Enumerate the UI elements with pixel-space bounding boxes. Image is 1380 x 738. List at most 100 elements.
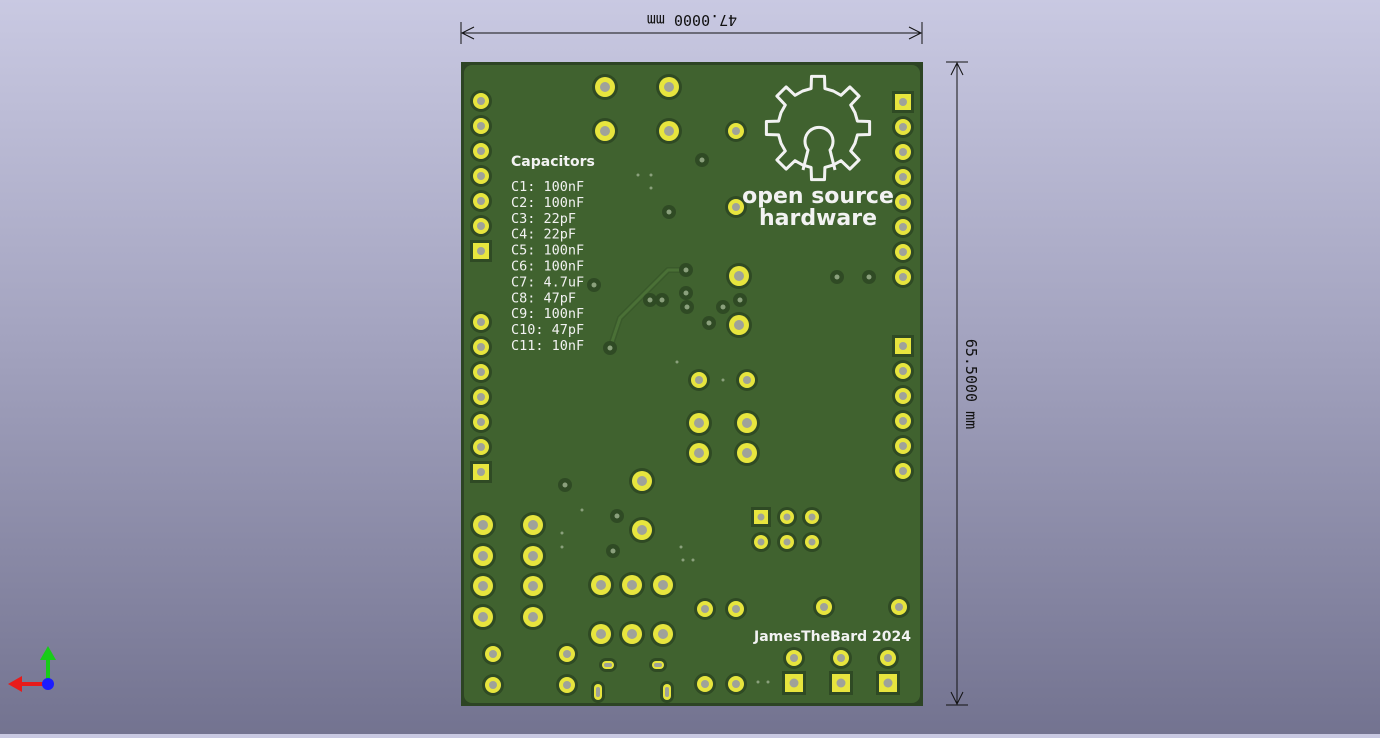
pad-layer [470,74,914,696]
square-pad [470,240,492,262]
through-hole-pad [520,512,546,538]
through-hole-pad [470,543,496,569]
via [587,278,601,292]
capacitor-line: C1: 100nF [511,179,584,195]
via [558,478,572,492]
through-hole-pad [725,598,747,620]
through-hole-pad [656,74,682,100]
through-hole-pad [520,604,546,630]
capacitor-line: C3: 22pF [511,211,576,227]
via [716,300,730,314]
through-hole-pad [656,118,682,144]
square-pad [782,671,806,695]
capacitor-line: C8: 47pF [511,290,576,306]
author-label: JamesTheBard 2024 [753,629,911,645]
width-dimension: 47.0000 mm [460,11,923,44]
square-pad [751,507,771,527]
through-hole-pad [892,266,914,288]
through-hole-pad [892,216,914,238]
square-pad [876,671,900,695]
through-hole-pad [688,369,710,391]
through-hole-pad [751,532,771,552]
through-hole-pad [694,598,716,620]
through-hole-pad [629,517,655,543]
through-hole-pad [470,411,492,433]
capacitor-line: C9: 100nF [511,306,584,322]
through-hole-pad [892,410,914,432]
via-layer [558,153,876,558]
through-hole-pad [892,360,914,382]
oval-slot [649,658,667,672]
xyz-axis-icon [6,644,60,698]
through-hole-pad [813,596,835,618]
through-hole-pad [520,573,546,599]
through-hole-pad [482,674,504,696]
through-hole-pad [520,543,546,569]
capacitor-line: C2: 100nF [511,195,584,211]
through-hole-pad [470,311,492,333]
oval-slot [599,658,617,672]
through-hole-pad [783,647,805,669]
oval-slot [660,681,674,703]
through-hole-pad [686,440,712,466]
through-hole-pad [470,90,492,112]
via [655,293,669,307]
through-hole-pad [629,468,655,494]
through-hole-pad [725,196,747,218]
through-hole-pad [592,74,618,100]
capacitor-line: C6: 100nF [511,259,584,275]
through-hole-pad [588,572,614,598]
via [862,270,876,284]
through-hole-pad [892,166,914,188]
via [662,205,676,219]
through-hole-pad [725,673,747,695]
via [830,270,844,284]
width-dimension-label: 47.0000 mm [647,11,737,29]
through-hole-pad [726,263,752,289]
through-hole-pad [736,369,758,391]
through-hole-pad [892,241,914,263]
through-hole-pad [556,643,578,665]
through-hole-pad [686,410,712,436]
through-hole-pad [802,532,822,552]
through-hole-pad [470,573,496,599]
square-pad [829,671,853,695]
via [606,544,620,558]
through-hole-pad [892,460,914,482]
open-source-hardware-gear-icon [764,74,872,182]
through-hole-pad [470,140,492,162]
through-hole-pad [556,674,578,696]
through-hole-pad [650,572,676,598]
height-dimension: 65.5000 mm [946,61,980,706]
through-hole-pad [802,507,822,527]
through-hole-pad [470,165,492,187]
through-hole-pad [470,386,492,408]
through-hole-pad [830,647,852,669]
capacitor-line: C7: 4.7uF [511,274,584,290]
square-pad [892,91,914,113]
through-hole-pad [734,410,760,436]
square-pad [470,461,492,483]
through-hole-pad [734,440,760,466]
through-hole-pad [470,190,492,212]
through-hole-pad [888,596,910,618]
through-hole-pad [470,604,496,630]
through-hole-pad [619,621,645,647]
through-hole-pad [619,572,645,598]
via [679,263,693,277]
through-hole-pad [650,621,676,647]
through-hole-pad [470,361,492,383]
square-pad [892,335,914,357]
via [733,293,747,307]
oval-slots [591,658,674,703]
capacitor-line: C11: 10nF [511,338,584,354]
through-hole-pad [470,115,492,137]
oshw-logo-line1: open source [742,184,894,209]
through-hole-pad [725,120,747,142]
height-dimension-label: 65.5000 mm [962,339,980,429]
through-hole-pad [892,385,914,407]
capacitor-line: C10: 47pF [511,322,584,338]
through-hole-pad [470,436,492,458]
through-hole-pad [877,647,899,669]
